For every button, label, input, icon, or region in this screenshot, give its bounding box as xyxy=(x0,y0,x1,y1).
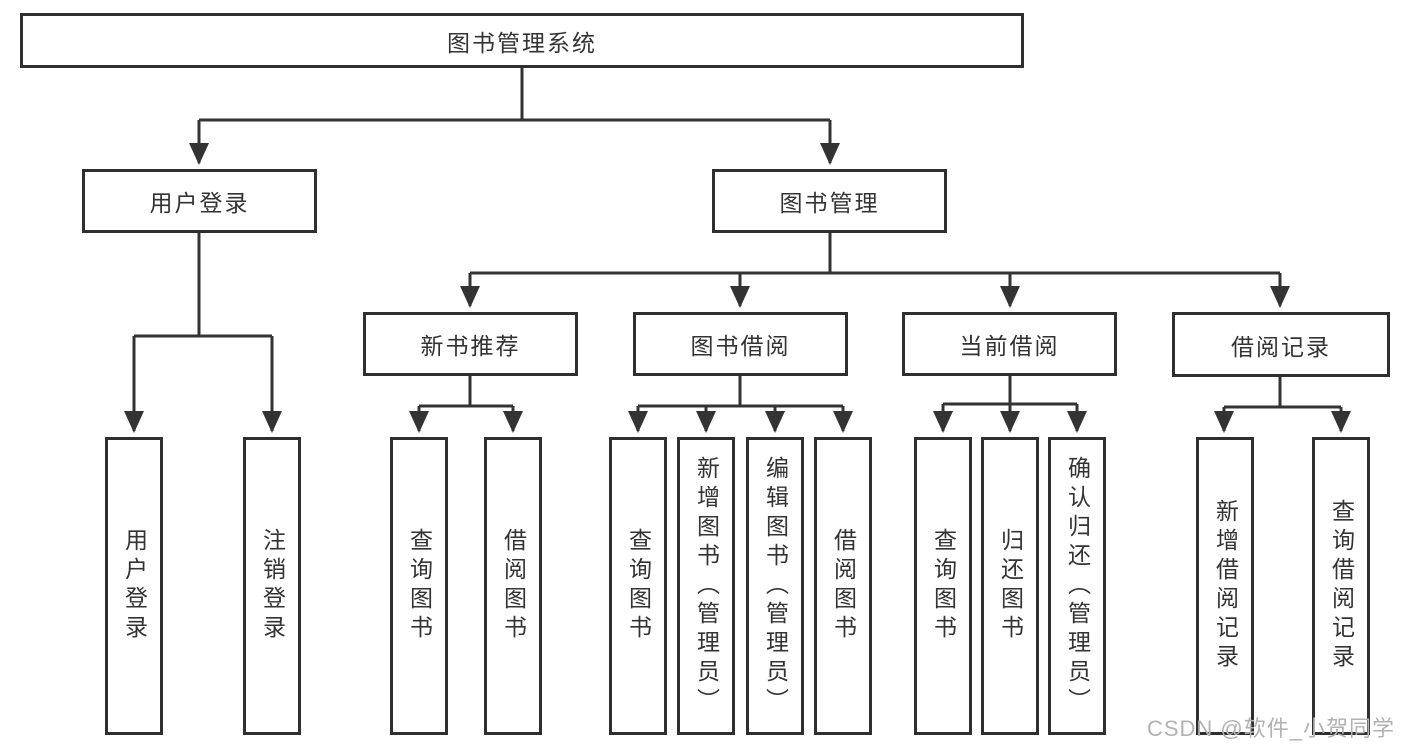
node-label: 新书推荐 xyxy=(420,333,521,359)
node-label: 当前借阅 xyxy=(959,333,1060,359)
leaf-edit-book-admin: 编辑图书（管理员） xyxy=(746,437,804,735)
node-label: 查询借阅记录 xyxy=(1328,499,1355,673)
node-current-borrowing: 当前借阅 xyxy=(902,312,1117,376)
node-label: 确认归还（管理员） xyxy=(1064,455,1091,717)
leaf-query-books-borrow: 查询图书 xyxy=(609,437,667,735)
node-label: 图书管理 xyxy=(779,190,880,216)
node-label: 用户登录 xyxy=(149,190,250,216)
node-library-system: 图书管理系统 xyxy=(20,13,1024,68)
leaf-user-login: 用户登录 xyxy=(105,437,163,735)
node-book-borrowing: 图书借阅 xyxy=(633,312,848,376)
node-label: 借阅记录 xyxy=(1231,333,1331,360)
node-label: 新增借阅记录 xyxy=(1212,499,1239,673)
leaf-query-books-current: 查询图书 xyxy=(914,437,972,735)
leaf-confirm-return-admin: 确认归还（管理员） xyxy=(1048,437,1106,735)
csdn-watermark: CSDN @软件_小贺同学 xyxy=(1146,716,1395,741)
node-label: 图书借阅 xyxy=(690,333,791,359)
leaf-borrow-books-recommend: 借阅图书 xyxy=(484,437,542,735)
leaf-borrow-books: 借阅图书 xyxy=(814,437,872,735)
node-label: 查询图书 xyxy=(406,528,433,644)
leaf-query-borrow-record: 查询借阅记录 xyxy=(1312,437,1370,735)
node-label: 查询图书 xyxy=(930,528,957,644)
node-label: 新增图书（管理员） xyxy=(693,455,720,717)
leaf-add-borrow-record: 新增借阅记录 xyxy=(1196,437,1254,735)
leaf-logout: 注销登录 xyxy=(243,437,301,735)
leaf-add-book-admin: 新增图书（管理员） xyxy=(677,437,735,735)
node-label: 注销登录 xyxy=(259,528,286,644)
node-label: 用户登录 xyxy=(121,528,148,644)
node-book-management: 图书管理 xyxy=(712,169,947,233)
node-label: 查询图书 xyxy=(625,528,652,644)
node-label: 编辑图书（管理员） xyxy=(762,455,789,717)
node-user-login: 用户登录 xyxy=(82,169,317,233)
leaf-query-books-recommend: 查询图书 xyxy=(390,437,448,735)
node-borrowing-records: 借阅记录 xyxy=(1172,312,1390,377)
node-label: 图书管理系统 xyxy=(447,29,597,56)
node-label: 借阅图书 xyxy=(500,528,527,644)
node-label: 归还图书 xyxy=(997,528,1024,644)
leaf-return-book: 归还图书 xyxy=(981,437,1039,735)
node-new-book-recommend: 新书推荐 xyxy=(363,312,578,376)
node-label: 借阅图书 xyxy=(830,528,857,644)
